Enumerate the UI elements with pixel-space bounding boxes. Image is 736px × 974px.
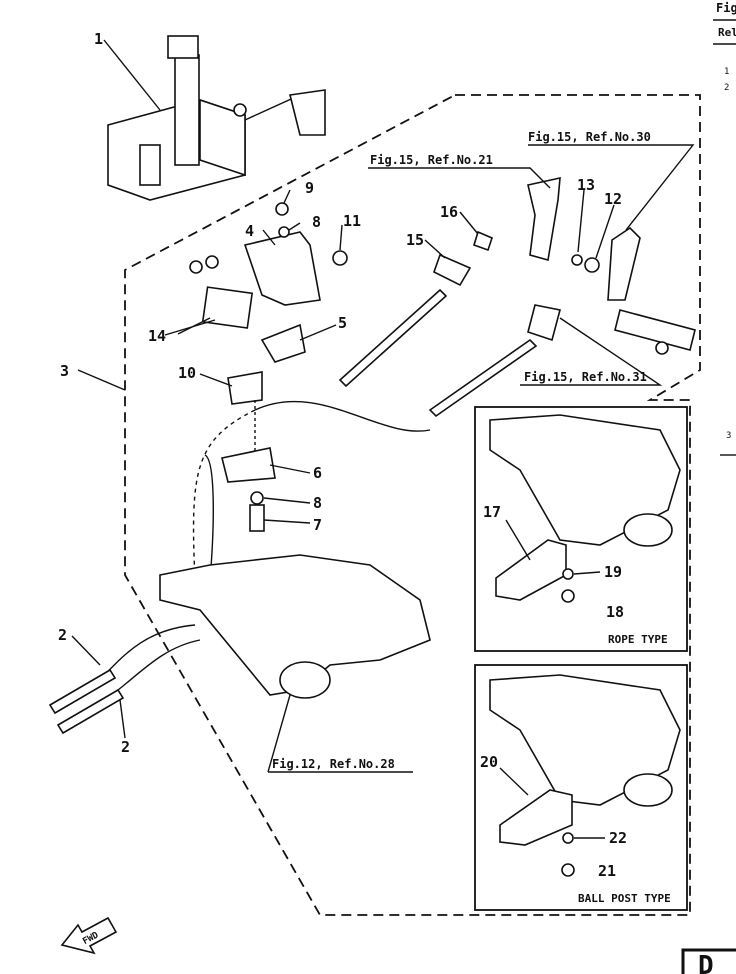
inset-rope-type	[474, 406, 688, 652]
part-number-callouts: 1 2 2 3 4 5 6 7 8 8 9 10 11 12 13 14 15 …	[58, 30, 627, 880]
callout-10: 10	[178, 364, 196, 382]
callout-8-upper: 8	[312, 213, 321, 231]
callout-7: 7	[313, 516, 322, 534]
ref-fragment: Rel	[718, 26, 736, 39]
callout-9: 9	[305, 179, 314, 197]
page-corner-letter: D	[698, 951, 714, 974]
page-corner-box: D	[681, 948, 736, 974]
callout-14: 14	[148, 327, 166, 345]
fig-fragment: Fig	[716, 1, 736, 15]
caption-ball-post-type: BALL POST TYPE	[578, 892, 671, 905]
callout-17: 17	[483, 503, 501, 521]
callout-3: 3	[60, 362, 69, 380]
shift-throttle-links	[433, 176, 696, 355]
side-index: Fig Rel 1 2 3	[713, 1, 736, 456]
ref-fig15-30: Fig.15, Ref.No.30	[528, 130, 651, 144]
callout-2-lower: 2	[121, 738, 130, 756]
control-cables	[48, 288, 538, 735]
callout-6: 6	[313, 464, 322, 482]
callout-19: 19	[604, 563, 622, 581]
callout-21: 21	[598, 862, 616, 880]
callout-13: 13	[577, 176, 595, 194]
callout-4: 4	[245, 222, 254, 240]
callout-11: 11	[343, 212, 361, 230]
caption-rope-type: ROPE TYPE	[608, 633, 668, 646]
fwd-arrow: FWD	[60, 916, 118, 955]
callout-8-lower: 8	[313, 494, 322, 512]
callout-16: 16	[440, 203, 458, 221]
callout-1: 1	[94, 30, 103, 48]
leader-lines	[71, 39, 695, 839]
reference-labels: Fig.15, Ref.No.21 Fig.15, Ref.No.30 Fig.…	[272, 130, 651, 771]
callout-22: 22	[609, 829, 627, 847]
ref-fig12-28: Fig.12, Ref.No.28	[272, 757, 395, 771]
bottom-cowling-main	[159, 554, 431, 699]
callout-20: 20	[480, 753, 498, 771]
callout-18: 18	[606, 603, 624, 621]
callout-5: 5	[338, 314, 347, 332]
ref-fig15-21: Fig.15, Ref.No.21	[370, 153, 493, 167]
ref-fig15-31: Fig.15, Ref.No.31	[524, 370, 647, 384]
bracket-assembly	[189, 202, 348, 532]
remote-control-box	[107, 35, 326, 201]
callout-15: 15	[406, 231, 424, 249]
side-index-3: 3	[726, 431, 731, 441]
side-index-2: 2	[724, 83, 729, 93]
callout-12: 12	[604, 190, 622, 208]
inset-ball-post-type	[474, 664, 688, 911]
callout-2-upper: 2	[58, 626, 67, 644]
side-index-1: 1	[724, 67, 729, 77]
